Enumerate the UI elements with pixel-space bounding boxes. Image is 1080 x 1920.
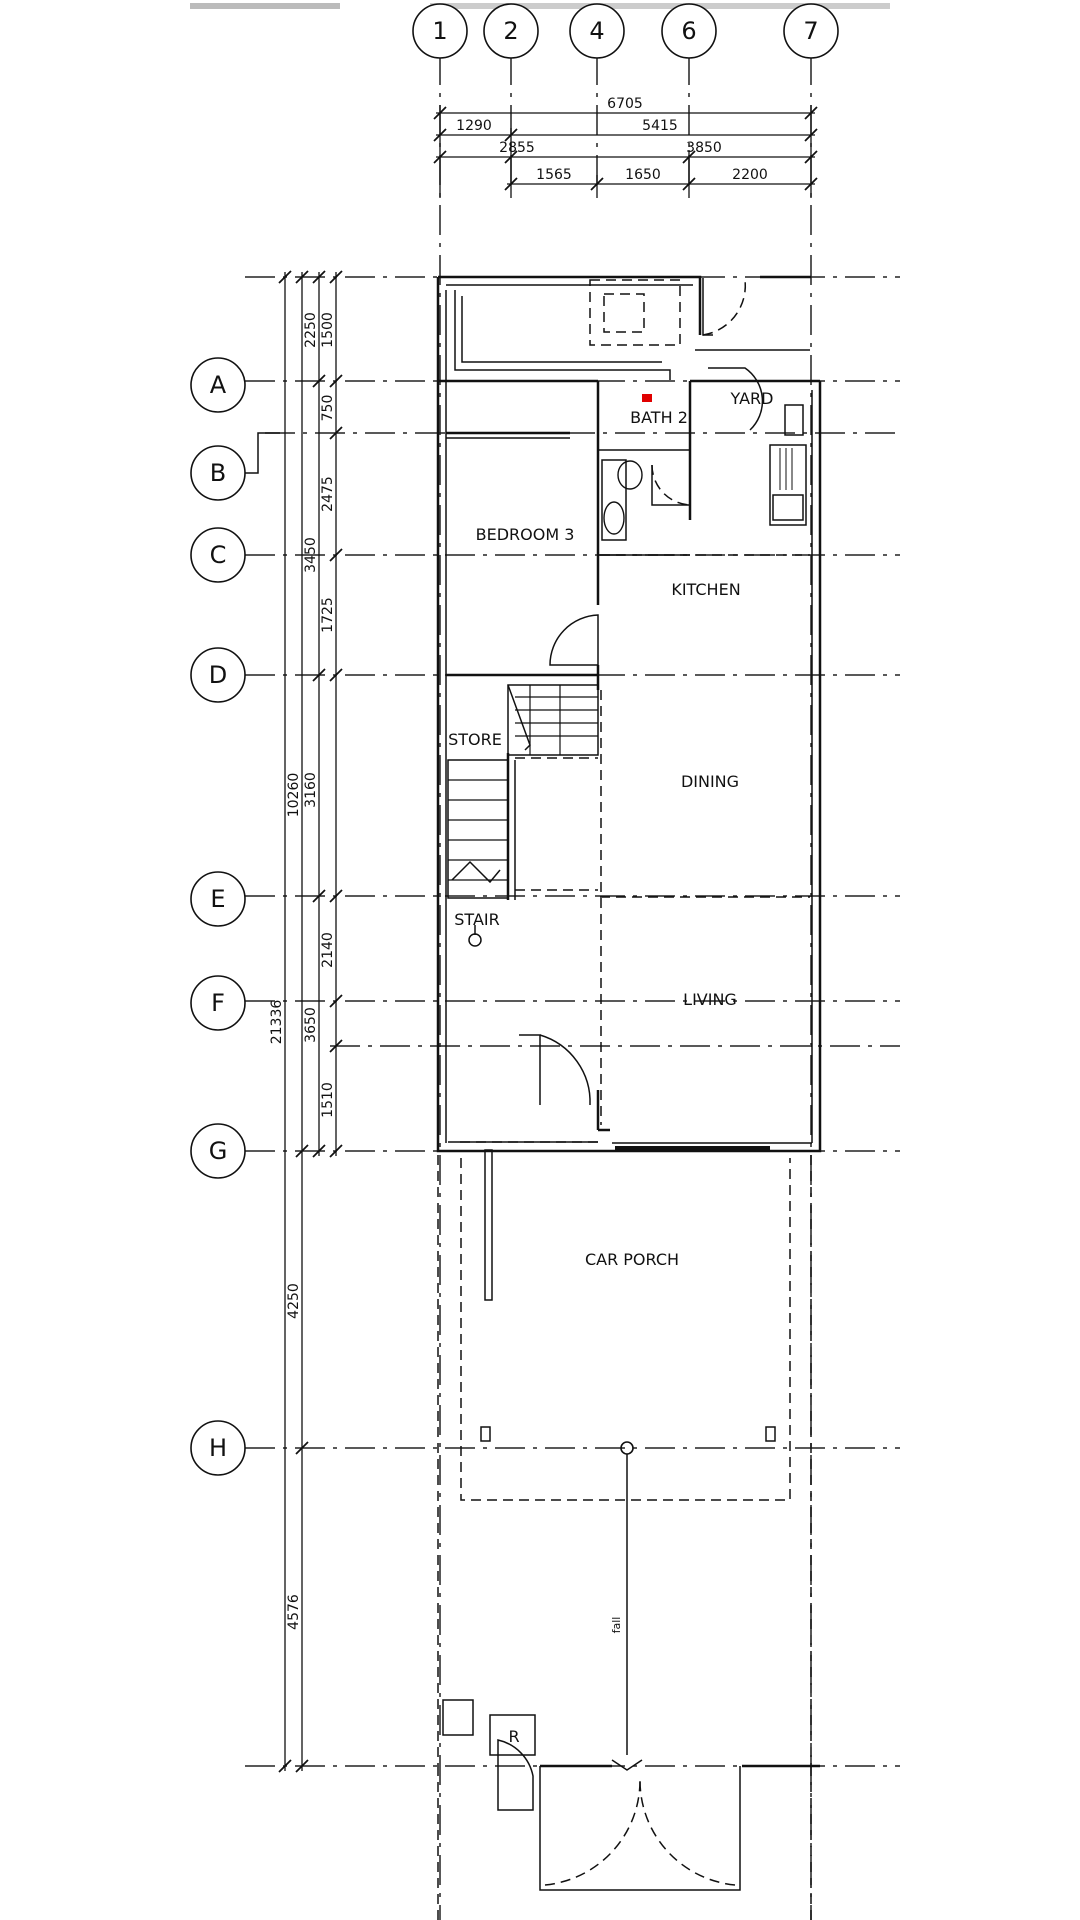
dimension-label: 3650 [303,1007,319,1043]
vertical-grid-lines [439,55,812,1920]
dimension-label: 2475 [320,476,336,512]
doors [497,278,764,1811]
dimension-label: 1565 [536,167,572,183]
row-label: F [211,989,225,1017]
row-label: C [210,541,227,569]
row-label: G [209,1137,228,1165]
room-label-living: LIVING [683,990,737,1009]
dimension-label: 750 [320,395,336,422]
column-label: 4 [589,17,604,45]
dimension-label: 1290 [456,118,492,134]
building-walls [436,275,822,1153]
dimension-label: 2250 [303,312,319,348]
dimension-label: 1725 [320,597,336,633]
fall-annotation: fall [610,1617,623,1634]
dimension-label: 10260 [286,773,302,818]
row-bubble-a: A [190,357,246,413]
dimension-label: 1510 [320,1082,336,1118]
row-label: B [210,459,226,487]
column-bubble-2: 2 [483,3,539,59]
column-bubble-6: 6 [661,3,717,59]
dimension-label: 3850 [686,140,722,156]
row-bubble-d: D [190,647,246,703]
dimension-label: 4576 [286,1594,302,1630]
column-label: 6 [681,17,696,45]
dimension-label: 2855 [499,140,535,156]
row-bubble-c: C [190,527,246,583]
row-label: D [209,661,227,689]
row-label: H [209,1434,227,1462]
row-bubble-g: G [190,1123,246,1179]
room-labels: BATH 2 YARD BEDROOM 3 KITCHEN STORE DINI… [448,389,773,1746]
marker [642,394,652,402]
row-label: E [210,885,225,913]
dimension-label: 4250 [286,1283,302,1319]
dimension-label: 1500 [320,312,336,348]
dimension-label: 1650 [625,167,661,183]
row-bubble-f: F [190,975,246,1031]
room-label-bath: BATH 2 [630,408,688,427]
dimension-label: 2140 [320,932,336,968]
dimension-label: 2200 [732,167,768,183]
dimension-label: 21336 [269,1000,285,1045]
row-label: A [210,371,227,399]
row-bubble-e: E [190,871,246,927]
room-label-yard: YARD [730,389,774,408]
horizontal-grid-lines [245,276,900,1767]
room-label-store: STORE [448,730,502,749]
column-label: 1 [432,17,447,45]
dimension-label: 6705 [607,96,643,112]
room-label-kitchen: KITCHEN [671,580,740,599]
dashed-outlines [437,279,812,1920]
room-label-dining: DINING [681,772,739,791]
room-label-refuse: R [508,1727,519,1746]
column-label: 7 [803,17,818,45]
row-bubble-h: H [190,1420,246,1476]
staircase [447,684,599,947]
dimension-label: 3160 [303,772,319,808]
column-bubble-7: 7 [783,3,839,59]
room-label-car-porch: CAR PORCH [585,1250,679,1269]
room-label-bedroom: BEDROOM 3 [476,525,575,544]
column-bubbles: 1 2 4 6 7 [412,3,839,59]
dimension-label: 5415 [642,118,678,134]
room-label-stair: STAIR [454,910,499,929]
dimension-label: 3450 [303,537,319,573]
horizontal-dimension-chains: 6705 1290 5415 2855 3850 1565 1650 2200 [433,96,818,198]
row-bubble-b: B [190,432,280,501]
fixtures [442,404,820,1891]
column-bubble-1: 1 [412,3,468,59]
column-label: 2 [503,17,518,45]
vertical-dimension-chains: 21336 10260 4250 4576 2250 3450 3160 365… [269,270,343,1773]
row-bubbles: A B C D E F G H [190,357,280,1476]
column-bubble-4: 4 [569,3,625,59]
